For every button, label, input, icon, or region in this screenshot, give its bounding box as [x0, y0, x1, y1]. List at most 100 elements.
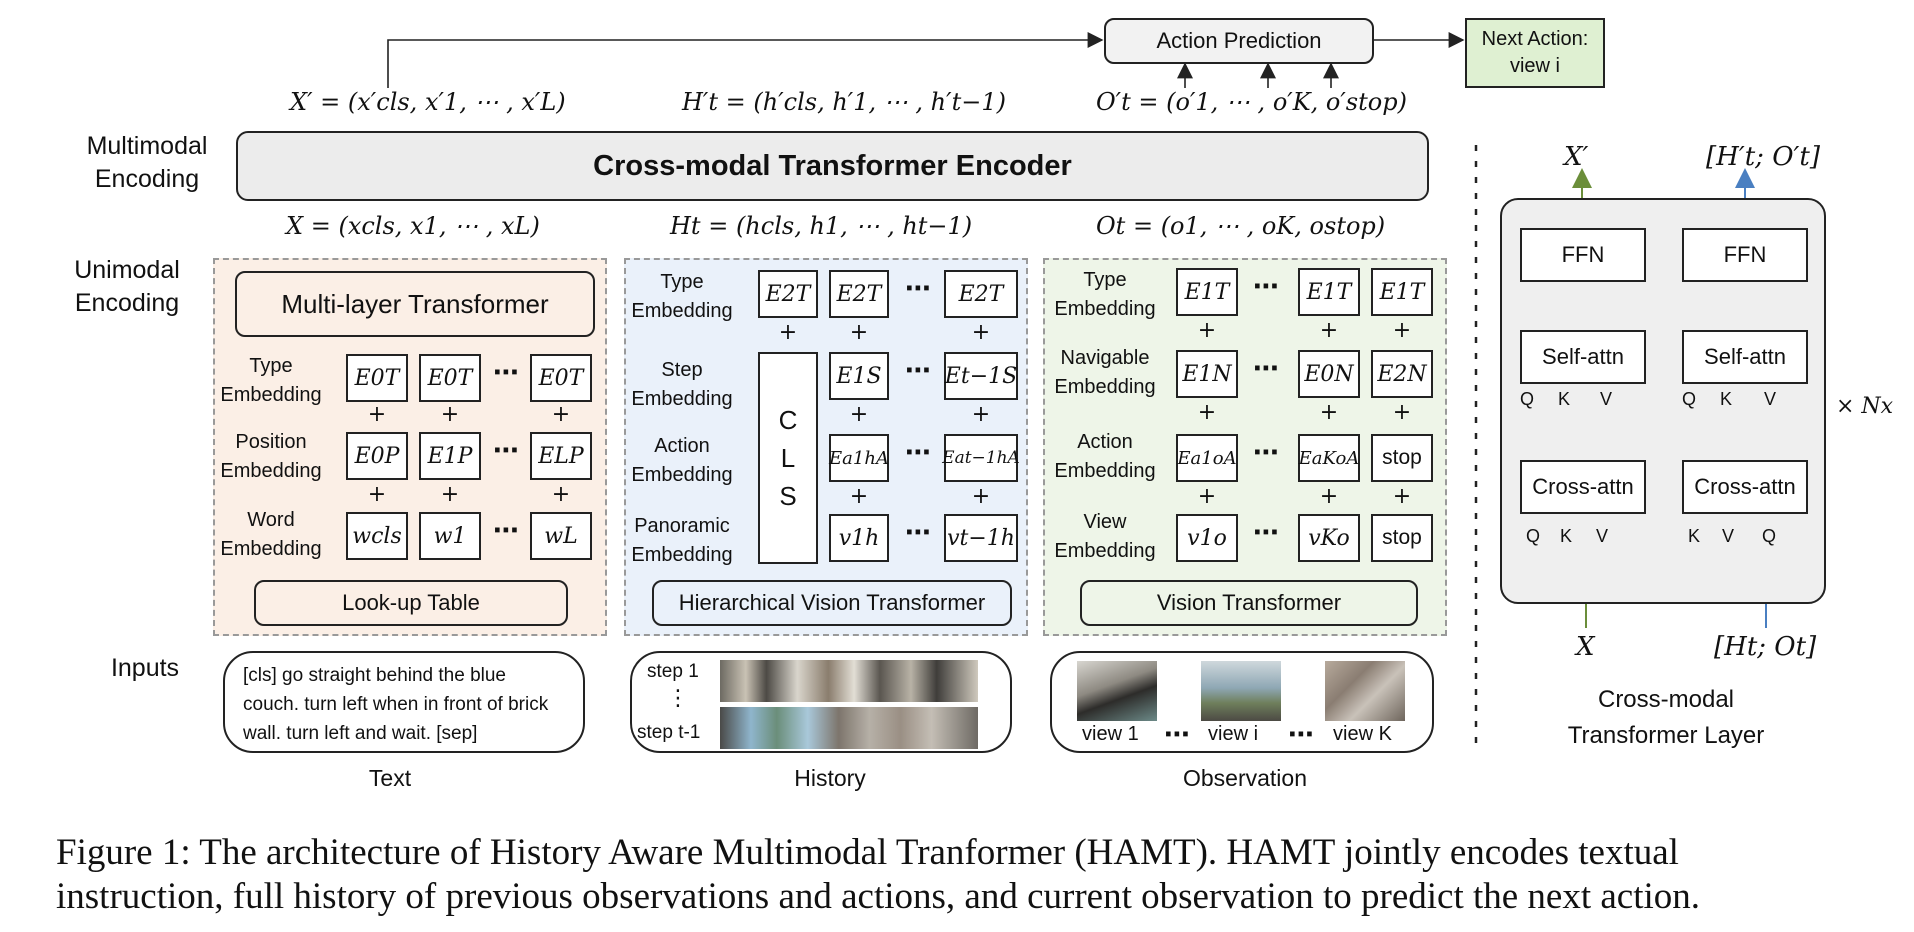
ellipsis: ⋯ — [905, 518, 931, 548]
look-up-table-box: Look-up Table — [254, 580, 568, 626]
ellipsis: ⋯ — [1164, 720, 1190, 750]
ffn-right: FFN — [1682, 228, 1808, 282]
action-prediction-label: Action Prediction — [1156, 28, 1322, 53]
ellipsis: ⋯ — [1288, 720, 1314, 750]
cross-attn-left: Cross-attn — [1520, 460, 1646, 514]
multi-layer-transformer: Multi-layer Transformer — [235, 271, 595, 337]
observation-input-label: Observation — [1182, 765, 1307, 791]
text-position-box: ELP — [530, 432, 592, 480]
q-label: Q — [1526, 526, 1541, 546]
inputs-label: Inputs — [110, 654, 180, 682]
text-word-box: wcls — [346, 512, 408, 560]
x-formula: X = (xcls, x1, ⋯ , xL) — [286, 212, 540, 240]
text-type-embedding-label: Type Embedding — [220, 355, 322, 406]
encoder-label: Cross-modal Transformer Encoder — [593, 149, 1072, 182]
step-t-label: step t-1 — [637, 722, 701, 743]
history-type-embedding-label: Type Embedding — [631, 271, 733, 322]
history-action-box: Eat−1hA — [942, 434, 1020, 482]
ellipsis: ⋯ — [1253, 354, 1279, 384]
plus-sign: + — [367, 402, 387, 427]
text-position-embedding-label: Position Embedding — [220, 431, 322, 482]
plus-sign: + — [1319, 400, 1339, 425]
figure-caption-line-1: Figure 1: The architecture of History Aw… — [56, 830, 1679, 875]
obs-view-box: v1o — [1176, 514, 1238, 562]
plus-sign: + — [440, 402, 460, 427]
cross-modal-encoder: Cross-modal Transformer Encoder — [236, 131, 1429, 201]
k-label: K — [1688, 526, 1701, 546]
v-label: V — [1596, 526, 1609, 546]
obs-type-box: E1T — [1176, 268, 1238, 316]
plus-sign: + — [440, 482, 460, 507]
obs-type-box: E1T — [1371, 268, 1433, 316]
caption-text-2: instruction, full history of previous ob… — [56, 876, 1701, 917]
history-step-box: Et−1S — [944, 352, 1018, 400]
v-label: V — [1722, 526, 1735, 546]
next-action-box: Next Action: view i — [1465, 18, 1605, 88]
text-word-embedding-label: Word Embedding — [220, 509, 322, 560]
text-word-box: w1 — [419, 512, 481, 560]
history-type-box: E2T — [758, 270, 818, 318]
obs-type-embedding-label: Type Embedding — [1054, 269, 1156, 320]
k-label: K — [1560, 526, 1573, 546]
obs-action-embedding-label: Action Embedding — [1054, 431, 1156, 482]
text-input-label: Text — [368, 765, 412, 791]
o-formula: Ot = (o1, ⋯ , oK, ostop) — [1096, 212, 1386, 240]
history-panoramic-embedding-label: Panoramic Embedding — [631, 515, 733, 566]
figure-label: Figure 1: — [56, 832, 191, 873]
history-panorama-step-t — [720, 707, 978, 749]
layer-ho-prime: [H′t; O′t] — [1706, 142, 1821, 172]
plus-sign: + — [778, 320, 798, 345]
figure-caption-line-2: instruction, full history of previous ob… — [56, 874, 1700, 919]
obs-type-box: E1T — [1298, 268, 1360, 316]
step-1-label: step 1 — [647, 661, 699, 682]
history-action-box: Ea1hA — [829, 434, 889, 482]
ellipsis: ⋯ — [493, 358, 519, 388]
q-label: Q — [1520, 389, 1535, 409]
plus-sign: + — [971, 484, 991, 509]
history-input-label: History — [794, 765, 866, 791]
plus-sign: + — [971, 320, 991, 345]
text-type-box: E0T — [346, 354, 408, 402]
plus-sign: + — [849, 402, 869, 427]
history-panoramic-box: v1h — [829, 514, 889, 562]
vision-transformer-box: Vision Transformer — [1080, 580, 1418, 626]
history-panoramic-box: vt−1h — [944, 514, 1018, 562]
nx-label: × Nx — [1836, 394, 1894, 419]
x-prime-formula: X′ = (x′cls, x′1, ⋯ , x′L) — [290, 88, 566, 116]
o-prime-formula: O′t = (o′1, ⋯ , o′K, o′stop) — [1096, 88, 1407, 116]
ellipsis: ⋯ — [905, 356, 931, 386]
layer-x-input: X — [1576, 632, 1595, 662]
view-k-thumbnail — [1325, 661, 1405, 721]
self-attn-left: Self-attn — [1520, 330, 1646, 384]
next-action-label: Next Action: — [1481, 28, 1589, 50]
cross-attn-right: Cross-attn — [1682, 460, 1808, 514]
text-type-box: E0T — [419, 354, 481, 402]
plus-sign: + — [1392, 400, 1412, 425]
history-action-embedding-label: Action Embedding — [631, 435, 733, 486]
obs-view-stop-box: stop — [1371, 514, 1433, 562]
unimodal-encoding-label: Unimodal Encoding — [74, 256, 180, 317]
obs-action-box: Ea1oA — [1176, 434, 1238, 482]
action-prediction-box: Action Prediction — [1104, 18, 1374, 64]
observation-input-box — [1050, 651, 1434, 753]
history-step-embedding-label: Step Embedding — [631, 359, 733, 410]
text-input-box: [cls] go straight behind the blue couch.… — [223, 651, 585, 753]
v-label: V — [1764, 389, 1777, 409]
plus-sign: + — [1197, 318, 1217, 343]
obs-view-box: vKo — [1298, 514, 1360, 562]
ellipsis: ⋯ — [493, 436, 519, 466]
history-step-box: E1S — [829, 352, 889, 400]
plus-sign: + — [849, 320, 869, 345]
text-position-box: E0P — [346, 432, 408, 480]
plus-sign: + — [971, 402, 991, 427]
plus-sign: + — [551, 402, 571, 427]
plus-sign: + — [1197, 484, 1217, 509]
plus-sign: + — [551, 482, 571, 507]
view-1-thumbnail — [1077, 661, 1157, 721]
self-attn-right: Self-attn — [1682, 330, 1808, 384]
plus-sign: + — [1319, 318, 1339, 343]
h-prime-formula: H′t = (h′cls, h′1, ⋯ , h′t−1) — [682, 88, 1006, 116]
ffn-left: FFN — [1520, 228, 1646, 282]
vertical-ellipsis: ⋮ — [667, 686, 689, 711]
plus-sign: + — [1319, 484, 1339, 509]
